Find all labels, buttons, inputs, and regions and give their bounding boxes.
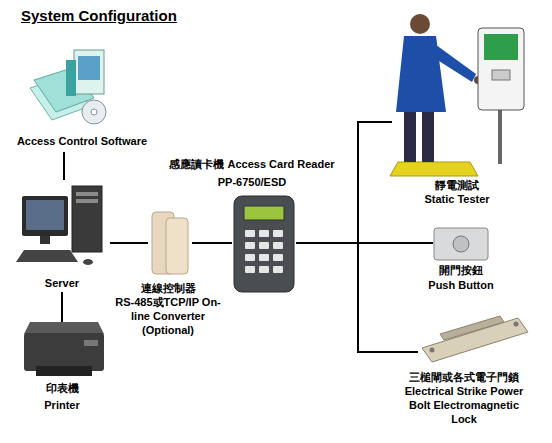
reader-key [245, 254, 255, 261]
reader-key [273, 230, 283, 237]
reader-key [259, 254, 269, 261]
device-node: 印表機Printer [20, 322, 108, 378]
printer-tray [36, 366, 92, 376]
device-label: 連線控制器RS-485或TCP/IP On-line Converter (Op… [115, 281, 221, 337]
reader-key [245, 230, 255, 237]
reader-key [259, 242, 269, 249]
person-arm [428, 42, 476, 82]
reader-key [259, 266, 269, 273]
converter-art [152, 212, 188, 274]
reader-key [259, 230, 269, 237]
label-text: RS-485或TCP/IP On-line Converter (Optiona… [115, 295, 221, 337]
tester-pad [492, 70, 510, 80]
device-node: Access Control Software [28, 45, 118, 152]
monitor-stand [40, 236, 50, 244]
button-art [434, 228, 488, 260]
label-text: 靜電測試 [397, 178, 517, 192]
printer-body [24, 333, 104, 371]
button-plate [434, 228, 488, 260]
tester-device [478, 28, 524, 110]
printer-top [24, 322, 104, 334]
keyboard [16, 250, 78, 262]
label-text: Electrical Strike Power Bolt Electromagn… [402, 384, 526, 426]
tester-art [390, 14, 524, 176]
lock-bolt [440, 316, 504, 340]
label-text: 感應讀卡機 Access Card Reader [147, 155, 357, 173]
connector-line [296, 122, 392, 243]
drive-slot [76, 199, 98, 203]
reader-art [234, 196, 294, 292]
label-text: 連線控制器 [115, 281, 221, 295]
reader-key [273, 254, 283, 261]
person-leg [422, 108, 434, 162]
label-text: Printer [22, 397, 102, 414]
converter-front [166, 218, 188, 274]
lock-art [422, 316, 528, 362]
label-text: 開門按鈕 [411, 263, 511, 278]
server-art [16, 186, 102, 265]
device-label: 印表機Printer [22, 380, 102, 414]
software-box-cover [78, 56, 100, 80]
label-text: 三槌閘或各式電子門鎖 [402, 370, 526, 384]
connector-line [61, 292, 63, 322]
tester-post [498, 108, 502, 164]
software-art [30, 50, 106, 124]
label-text: Push Button [411, 278, 511, 293]
label-text: PP-6750/ESD [147, 173, 357, 191]
software-box-side [66, 60, 76, 96]
printer-art [24, 322, 104, 376]
software-disc [82, 100, 106, 124]
device-node: Server [18, 180, 110, 292]
button-knob [453, 236, 469, 252]
reader-key [273, 266, 283, 273]
device-label: 三槌閘或各式電子門鎖Electrical Strike Power Bolt E… [402, 370, 526, 426]
label-text: Access Control Software [7, 134, 157, 148]
tester-screen [484, 34, 518, 60]
diagram-title: System Configuration [21, 7, 177, 24]
person-leg [404, 108, 416, 162]
device-label: Access Control Software [7, 134, 157, 148]
connector-line [192, 242, 232, 244]
person-head [410, 14, 430, 34]
connector-line [296, 243, 418, 352]
reader-body [234, 196, 294, 292]
reader-key [245, 266, 255, 273]
device-node: 感應讀卡機 Access Card ReaderPP-6750/ESD [232, 195, 296, 293]
reader-lcd [244, 206, 284, 220]
reader-key [273, 242, 283, 249]
device-label: 開門按鈕Push Button [411, 263, 511, 293]
device-node: 連線控制器RS-485或TCP/IP On-line Converter (Op… [148, 208, 192, 278]
lock-screw [514, 322, 519, 327]
connector-line [110, 242, 148, 244]
device-label: 感應讀卡機 Access Card ReaderPP-6750/ESD [147, 155, 357, 191]
device-node: 三槌閘或各式電子門鎖Electrical Strike Power Bolt E… [418, 310, 530, 366]
mouse [83, 259, 93, 265]
label-text: Static Tester [397, 192, 517, 206]
device-label: Server [22, 276, 102, 290]
connector-line [63, 152, 65, 180]
label-text: 印表機 [22, 380, 102, 397]
monitor-screen [26, 200, 64, 230]
device-label: 靜電測試Static Tester [397, 178, 517, 206]
software-disc-hole [91, 109, 97, 115]
device-node: 靜電測試Static Tester [392, 8, 532, 180]
label-text: Server [22, 276, 102, 290]
foot-plate [390, 162, 478, 176]
software-box [74, 50, 104, 94]
printer-panel [84, 340, 98, 346]
lock-screw [430, 348, 435, 353]
monitor [22, 196, 68, 236]
tower [72, 186, 102, 252]
reader-key [245, 242, 255, 249]
device-node: 開門按鈕Push Button [433, 226, 489, 262]
drive-slot [76, 192, 98, 196]
